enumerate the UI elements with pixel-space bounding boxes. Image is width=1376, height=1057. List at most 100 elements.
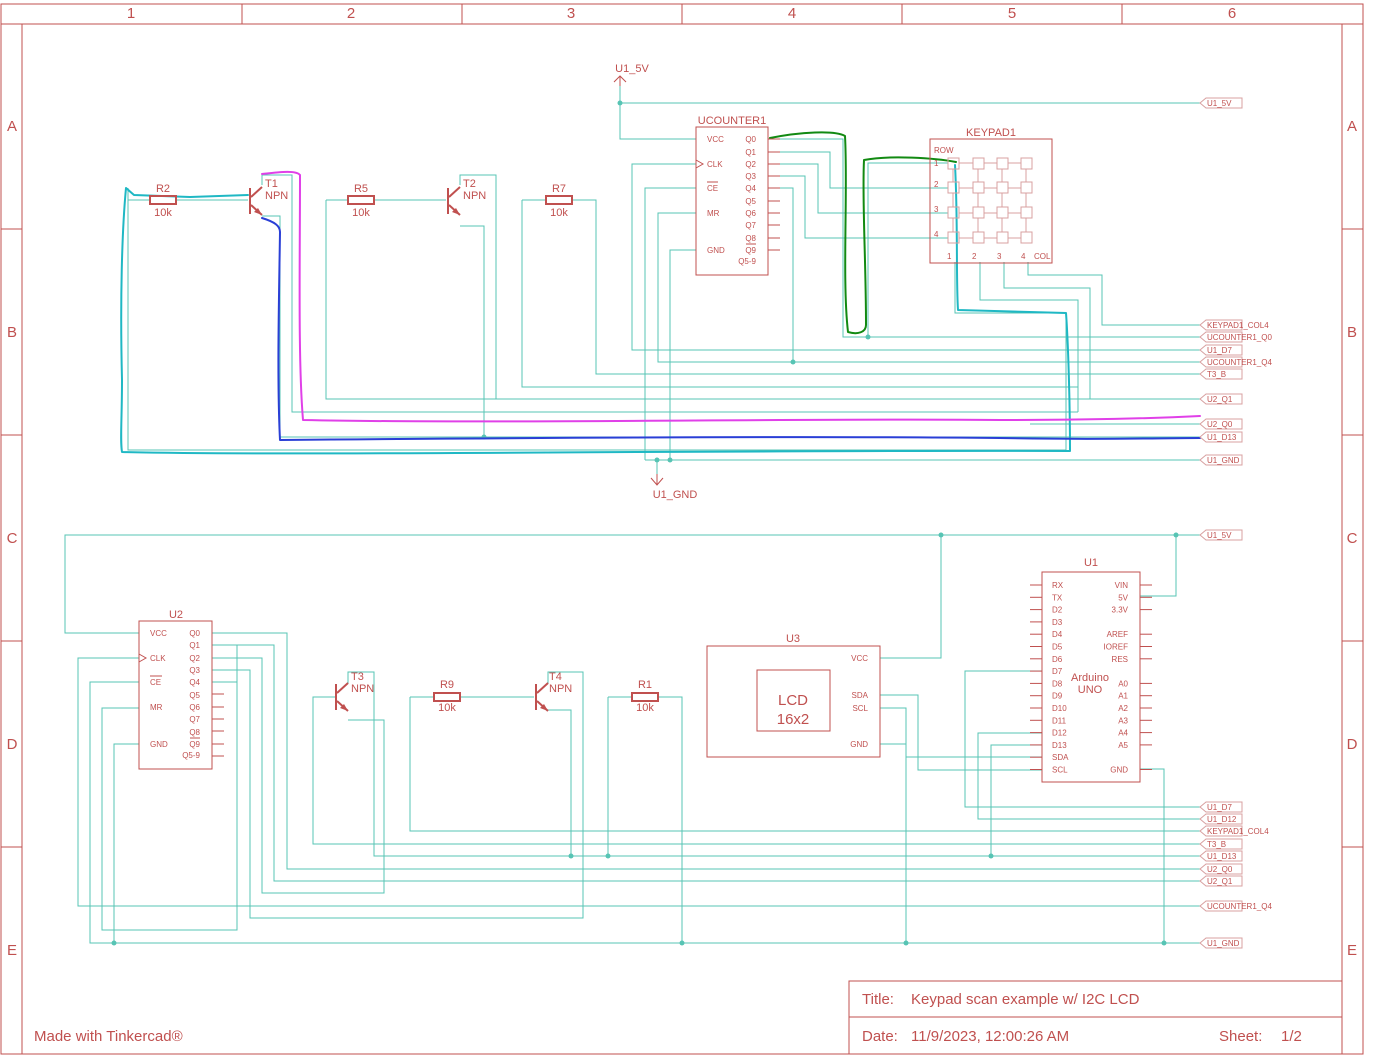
port-connector — [1199, 331, 1243, 343]
keypad1-row-2: 2 — [934, 180, 939, 189]
ucounter1-pin-q6: Q6 — [745, 209, 756, 218]
u1-gnd-label: U1_GND — [653, 489, 698, 501]
transistor-t3[interactable]: T3 NPN — [335, 671, 374, 712]
u1-left-pin: D10 — [1052, 704, 1067, 713]
port-label: U1_D7 — [1207, 803, 1232, 812]
r9-value: 10k — [438, 702, 456, 714]
port-label: T3_B — [1207, 840, 1226, 849]
port-label: U2_Q0 — [1207, 865, 1233, 874]
t4-type: NPN — [549, 683, 572, 695]
u1-right-pin: AREF — [1107, 630, 1128, 639]
keypad1-col-label: COL — [1034, 252, 1051, 261]
u1-left-pin: SCL — [1052, 766, 1068, 775]
resistor-r7[interactable]: R7 10k — [545, 183, 573, 219]
ucounter1-pin-q7: Q7 — [745, 221, 756, 230]
transistor-t2[interactable]: T2 NPN — [447, 178, 486, 216]
port-connector — [1199, 813, 1243, 825]
port-label: U1_GND — [1207, 456, 1240, 465]
title-label: Title: — [862, 991, 894, 1008]
transistor-t1[interactable]: T1 NPN — [249, 178, 288, 216]
port-connector — [1199, 838, 1243, 850]
port-label: UCOUNTER1_Q4 — [1207, 358, 1272, 367]
port-label: U1_D7 — [1207, 346, 1232, 355]
u1-board-line1: Arduino — [1071, 672, 1109, 684]
keypad1[interactable]: KEYPAD1 ROW COL 1 2 3 4 1 2 3 4 — [929, 127, 1053, 264]
resistor-r9[interactable]: R9 10k — [433, 679, 461, 714]
lcd-screen-line1: LCD — [778, 692, 808, 709]
date-text: 11/9/2023, 12:00:26 AM — [911, 1028, 1069, 1045]
port-connector — [1199, 344, 1243, 356]
keypad1-col-1: 1 — [947, 252, 952, 261]
u2-pin-vcc: VCC — [150, 629, 167, 638]
port-label: T3_B — [1207, 370, 1226, 379]
u2-pin-q5: Q5 — [189, 691, 200, 700]
t2-name: T2 — [463, 178, 476, 190]
port-connector — [1199, 875, 1243, 887]
port-connector — [1199, 900, 1243, 912]
resistor-r5[interactable]: R5 10k — [347, 183, 375, 219]
u1-left-pin: D4 — [1052, 630, 1063, 639]
r5-value: 10k — [352, 207, 370, 219]
u1-left-pin: D5 — [1052, 643, 1063, 652]
ucounter1-pin-mr: MR — [707, 209, 720, 218]
top-nets — [127, 85, 1200, 475]
transistor-t4[interactable]: T4 NPN — [535, 671, 572, 712]
ucounter1-pin-gnd: GND — [707, 246, 725, 255]
col-label-6: 6 — [1228, 5, 1236, 22]
u2-chip[interactable]: U2 VCC CLK CE MR GND Q0 Q1 Q2 Q3 Q4 Q5 Q… — [138, 609, 224, 770]
row-label-d-right: D — [1347, 736, 1358, 753]
t2-type: NPN — [463, 190, 486, 202]
r2-value: 10k — [154, 207, 172, 219]
u3-pin-gnd: GND — [850, 740, 868, 749]
keypad1-col-4: 4 — [1021, 252, 1026, 261]
u1-board-line2: UNO — [1078, 684, 1103, 696]
port-label: KEYPAD1_COL4 — [1207, 321, 1269, 330]
keypad1-keys — [947, 157, 1033, 244]
u3-pin-scl: SCL — [852, 704, 868, 713]
bottom-port-connectors: U1_5VU1_D7U1_D12KEYPAD1_COL4T3_BU1_D13U2… — [1199, 529, 1272, 949]
u2-pin-q7: Q7 — [189, 715, 200, 724]
bottom-nets — [64, 532, 1200, 946]
t3-name: T3 — [351, 671, 364, 683]
power-5v-symbol: U1_5V — [613, 63, 649, 86]
u2-pin-q4: Q4 — [189, 678, 200, 687]
ucounter1-chip[interactable]: UCOUNTER1 VCC CLK CE MR GND Q0 Q1 Q2 Q3 … — [695, 115, 780, 276]
row-label-b-left: B — [7, 324, 17, 341]
port-label: UCOUNTER1_Q4 — [1207, 902, 1272, 911]
port-label: U1_5V — [1207, 531, 1232, 540]
u2-pin-q2: Q2 — [189, 654, 200, 663]
u3-label: U3 — [786, 633, 800, 645]
u1-arduino[interactable]: U1 Arduino UNO RXTXD2D3D4D5D6D7D8D9D10D1… — [1030, 557, 1152, 783]
u1-left-pin: D8 — [1052, 679, 1063, 688]
ucounter1-label: UCOUNTER1 — [698, 115, 766, 127]
port-connector — [1199, 431, 1243, 443]
ucounter1-pin-q5: Q5 — [745, 197, 756, 206]
u2-pin-ce: CE — [150, 678, 161, 687]
port-label: U2_Q0 — [1207, 420, 1233, 429]
ucounter1-pin-q3: Q3 — [745, 172, 756, 181]
port-connector — [1199, 454, 1243, 466]
u1-5v-label: U1_5V — [615, 63, 649, 75]
u2-pin-q6: Q6 — [189, 703, 200, 712]
ucounter1-pin-ce: CE — [707, 184, 718, 193]
u3-lcd-module[interactable]: U3 LCD 16x2 VCC SDA SCL GND — [706, 633, 881, 758]
row-label-c-right: C — [1347, 530, 1358, 547]
u2-pin-q9: Q9 — [189, 740, 200, 749]
resistor-r1[interactable]: R1 10k — [631, 679, 659, 714]
row-label-e-right: E — [1347, 942, 1357, 959]
port-connector — [1199, 529, 1243, 541]
keypad1-row-1: 1 — [934, 159, 939, 168]
drawing-frame — [0, 3, 1364, 1055]
col-label-5: 5 — [1008, 5, 1016, 22]
t4-name: T4 — [549, 671, 562, 683]
title-text: Keypad scan example w/ I2C LCD — [911, 991, 1140, 1008]
port-label: U2_Q1 — [1207, 877, 1233, 886]
date-label: Date: — [862, 1028, 898, 1045]
resistor-r2[interactable]: R2 10k — [149, 183, 177, 219]
grid-labels: 1 2 3 4 5 6 A B C D E A B C D E — [7, 5, 1358, 959]
u1-right-pin: A4 — [1118, 729, 1128, 738]
u2-pin-q5-9: Q5-9 — [182, 751, 200, 760]
ucounter1-pin-q0: Q0 — [745, 135, 756, 144]
u1-left-pin: RX — [1052, 581, 1064, 590]
